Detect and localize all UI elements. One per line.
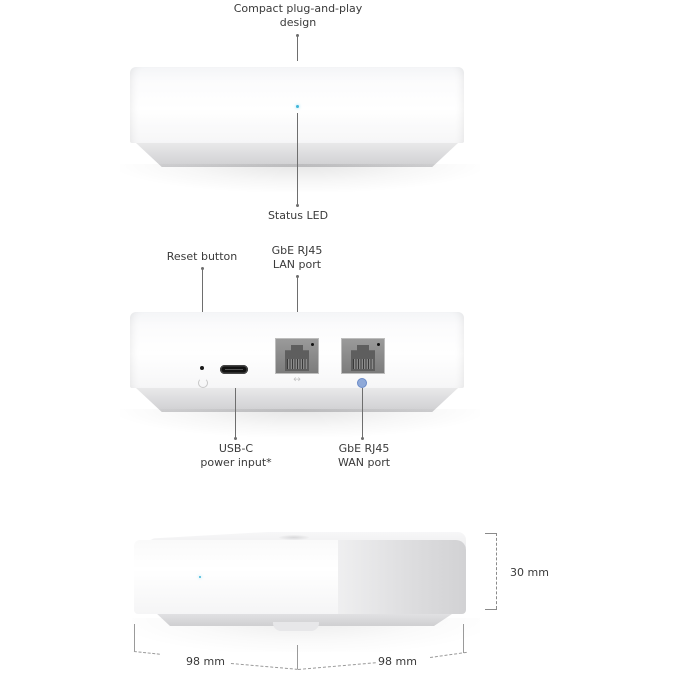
status-led-icon bbox=[296, 105, 299, 108]
depth-tick-right bbox=[463, 624, 464, 653]
width-tick-left bbox=[134, 624, 135, 651]
lan-arrows-icon: ↔ bbox=[293, 375, 301, 385]
design-label-line1: Compact plug-and-play bbox=[233, 2, 363, 15]
wan-port[interactable] bbox=[341, 338, 385, 374]
device-rear-shadow bbox=[120, 409, 480, 437]
usbc-leader-dot bbox=[234, 437, 237, 440]
status-led-leader-dot bbox=[296, 204, 299, 207]
device-iso-base bbox=[155, 612, 455, 626]
lan-port-indicator bbox=[311, 343, 314, 346]
lan-port-pins bbox=[287, 359, 307, 369]
usb-c-port[interactable] bbox=[220, 365, 248, 374]
globe-icon bbox=[357, 378, 367, 388]
wan-port-label-line1: GbE RJ45 bbox=[338, 442, 390, 455]
device-iso-front bbox=[134, 540, 339, 614]
height-cap-top bbox=[485, 533, 497, 534]
lan-port-label: GbE RJ45 LAN port bbox=[272, 244, 323, 272]
usbc-leader-line bbox=[235, 388, 236, 438]
wan-port-pins bbox=[353, 359, 373, 369]
depth-label: 98 mm bbox=[378, 655, 417, 668]
design-label: Compact plug-and-play design bbox=[234, 2, 363, 30]
depth-dash-left bbox=[298, 662, 376, 670]
wan-leader-dot bbox=[361, 437, 364, 440]
status-led-leader-line bbox=[297, 113, 298, 205]
device-rear-base bbox=[136, 388, 458, 412]
usbc-label-line2: power input* bbox=[200, 456, 272, 469]
lan-leader-line bbox=[297, 276, 298, 338]
reset-icon bbox=[198, 378, 208, 388]
reset-button[interactable] bbox=[200, 366, 204, 370]
lan-port-label-line2: LAN port bbox=[272, 258, 322, 271]
device-iso-side bbox=[338, 540, 466, 614]
lan-port-label-line1: GbE RJ45 bbox=[271, 244, 323, 257]
usbc-label: USB-C power input* bbox=[200, 442, 271, 470]
center-tick bbox=[297, 645, 298, 669]
reset-button-label: Reset button bbox=[166, 250, 238, 263]
iso-status-led-icon bbox=[199, 576, 201, 578]
wan-port-label: GbE RJ45 WAN port bbox=[338, 442, 390, 470]
design-leader-line bbox=[297, 35, 298, 61]
usbc-label-line1: USB-C bbox=[218, 442, 254, 455]
height-bracket bbox=[496, 533, 497, 609]
depth-dash-right bbox=[430, 651, 467, 658]
width-label: 98 mm bbox=[186, 655, 225, 668]
wan-leader-line bbox=[362, 388, 363, 438]
design-label-line2: design bbox=[279, 16, 317, 29]
status-led-label: Status LED bbox=[267, 209, 329, 222]
height-cap-bottom bbox=[485, 609, 497, 610]
ubiquiti-logo-icon bbox=[279, 535, 309, 540]
height-label: 30 mm bbox=[510, 566, 549, 579]
wan-port-indicator bbox=[377, 343, 380, 346]
device-front-shadow bbox=[120, 164, 480, 192]
wan-port-label-line2: WAN port bbox=[337, 456, 391, 469]
device-iso-foot bbox=[273, 622, 319, 631]
width-dash-right bbox=[230, 663, 298, 670]
lan-port[interactable] bbox=[275, 338, 319, 374]
